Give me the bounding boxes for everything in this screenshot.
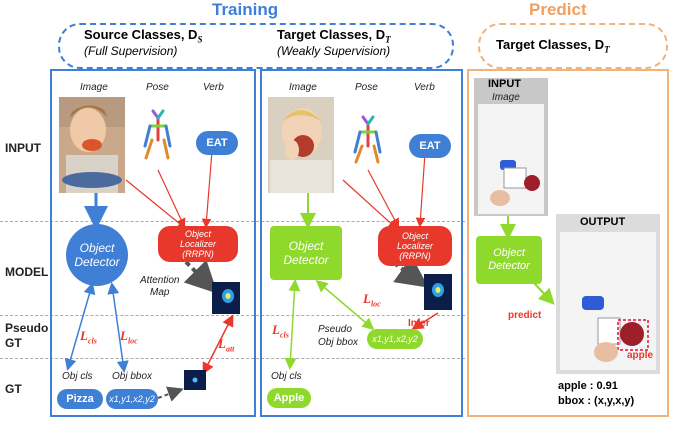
target-attention-map — [424, 274, 452, 310]
target-classes-title: Target Classes, DT — [277, 27, 391, 45]
target-loss-cls: Lcls — [272, 322, 289, 340]
target-col-pose: Pose — [355, 82, 378, 93]
separator-model — [0, 221, 465, 222]
source-object-detector: Object Detector — [66, 224, 128, 286]
source-classes-note: (Full Supervision) — [84, 44, 178, 58]
target-infer-label: Infer — [408, 318, 430, 329]
predict-classes-title: Target Classes, DT — [496, 37, 610, 55]
predict-result-bbox: bbox : (x,y,x,y) — [558, 395, 635, 407]
target-loss-loc: Lloc — [363, 291, 381, 309]
target-gt-obj-cls: Obj cls — [271, 371, 302, 382]
predict-classes-box — [478, 23, 668, 69]
source-loss-cls: Lcls — [80, 328, 97, 346]
row-label-model: MODEL — [5, 265, 49, 279]
target-verb-eat: EAT — [409, 134, 451, 158]
target-gt-apple: Apple — [267, 388, 311, 408]
source-attention-map — [212, 282, 240, 314]
predict-title: Predict — [529, 0, 587, 19]
row-label-gt: GT — [5, 382, 22, 396]
source-col-pose: Pose — [146, 82, 169, 93]
row-label-pseudo-gt-1: Pseudo — [5, 321, 49, 335]
target-pseudo-label-2: Obj bbox — [318, 337, 359, 348]
source-gt-attention — [184, 370, 206, 390]
predict-input-image — [474, 78, 548, 216]
target-pseudo-bbox: x1,y1,x2,y2 — [367, 329, 423, 349]
source-loss-loc: Lloc — [120, 328, 138, 346]
source-col-image: Image — [80, 82, 108, 93]
source-pose-figure — [142, 108, 174, 160]
source-gt-obj-bbox: Obj bbox — [112, 371, 153, 382]
predict-input-label: INPUT — [488, 78, 521, 90]
source-gt-bbox: x1,y1,x2,y2 — [106, 389, 158, 409]
source-panel — [50, 69, 256, 417]
training-classes-box — [58, 23, 454, 69]
target-col-verb: Verb — [414, 82, 435, 93]
source-attention-label-2: Map — [150, 287, 170, 298]
target-classes-note: (Weakly Supervision) — [277, 44, 391, 58]
source-col-verb: Verb — [203, 82, 224, 93]
source-verb-eat: EAT — [196, 131, 238, 155]
source-gt-obj-cls: Obj cls — [62, 371, 93, 382]
row-label-pseudo-gt-2: GT — [5, 336, 22, 350]
source-classes-title: Source Classes, DS — [84, 27, 203, 45]
source-attention-label-1: Attention — [140, 275, 180, 286]
predict-detection-label: apple — [627, 350, 654, 361]
predict-output-label: OUTPUT — [580, 216, 626, 228]
predict-result-score: apple : 0.91 — [558, 380, 618, 392]
target-panel — [260, 69, 463, 417]
predict-panel — [467, 69, 669, 417]
target-pose-figure — [352, 114, 384, 166]
source-input-image — [59, 97, 125, 193]
source-loss-att: Latt — [218, 336, 235, 354]
target-col-image: Image — [289, 82, 317, 93]
predict-image-label: Image — [492, 92, 520, 103]
source-gt-pizza: Pizza — [57, 389, 103, 409]
row-label-input: INPUT — [5, 141, 41, 155]
training-title: Training — [212, 0, 279, 19]
target-input-image — [268, 97, 334, 193]
target-pseudo-label-1: Pseudo — [318, 324, 352, 335]
predict-arrow-label: predict — [508, 310, 542, 321]
